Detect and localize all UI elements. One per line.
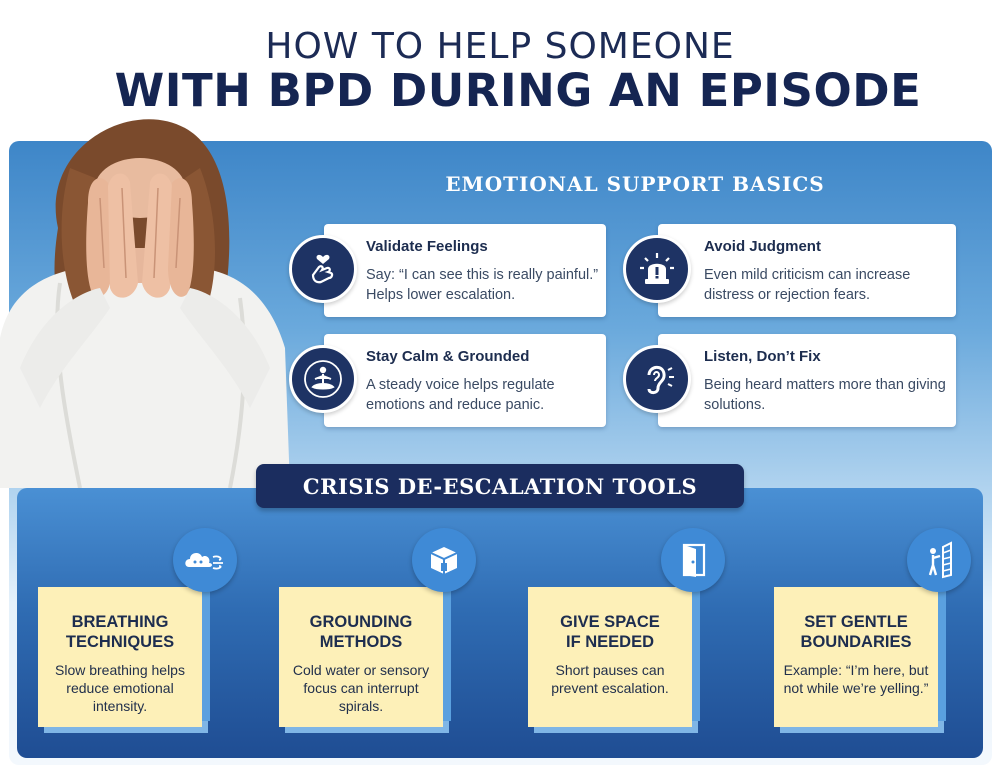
tool-title: GROUNDING METHODS bbox=[279, 612, 443, 652]
tool-body: Short pauses can prevent escalation. bbox=[551, 662, 669, 696]
tool-title-line2: IF NEEDED bbox=[565, 633, 654, 651]
page-title-line1: HOW TO HELP SOMEONE bbox=[265, 26, 735, 67]
tool-body: Slow breathing helps reduce emotional in… bbox=[55, 662, 185, 714]
door-icon bbox=[661, 528, 725, 592]
tool-title-line1: SET GENTLE bbox=[804, 613, 908, 631]
tool-body: Cold water or sensory focus can interrup… bbox=[292, 662, 430, 714]
person-covering-face-illustration bbox=[0, 119, 290, 488]
tool-title: GIVE SPACE IF NEEDED bbox=[528, 612, 692, 652]
tool-side-bar bbox=[202, 587, 210, 721]
boundary-wall-icon bbox=[907, 528, 971, 592]
breath-cloud-icon bbox=[173, 528, 237, 592]
tool-side-bar bbox=[938, 587, 946, 721]
tool-title: BREATHING TECHNIQUES bbox=[38, 612, 202, 652]
card-body: Being heard matters more than giving sol… bbox=[704, 377, 946, 413]
tool-grounding: GROUNDING METHODS Cold water or sensory f… bbox=[279, 587, 443, 727]
meditation-icon bbox=[289, 345, 357, 413]
heart-hand-icon bbox=[289, 235, 357, 303]
page-title-line2: WITH BPD DURING AN EPISODE bbox=[114, 64, 922, 117]
card-stay-calm: Stay Calm & Grounded A steady voice help… bbox=[324, 334, 606, 427]
tool-give-space: GIVE SPACE IF NEEDED Short pauses can pre… bbox=[528, 587, 692, 727]
cube-icon bbox=[412, 528, 476, 592]
tool-title-line2: BOUNDARIES bbox=[800, 633, 912, 651]
card-title: Avoid Judgment bbox=[704, 238, 821, 255]
tool-title-line1: BREATHING bbox=[71, 613, 169, 631]
card-body: A steady voice helps regulate emotions a… bbox=[366, 377, 555, 413]
tool-breathing: BREATHING TECHNIQUES Slow breathing helps… bbox=[38, 587, 202, 727]
emotional-support-heading: EMOTIONAL SUPPORT BASICS bbox=[445, 172, 825, 196]
card-avoid-judgment: Avoid Judgment Even mild criticism can i… bbox=[658, 224, 956, 317]
alarm-icon bbox=[623, 235, 691, 303]
tool-title: SET GENTLE BOUNDARIES bbox=[774, 612, 938, 652]
card-listen-dont-fix: Listen, Don’t Fix Being heard matters mo… bbox=[658, 334, 956, 427]
tool-side-bar bbox=[443, 587, 451, 721]
tool-boundaries: SET GENTLE BOUNDARIES Example: “I’m here,… bbox=[774, 587, 938, 727]
card-title: Stay Calm & Grounded bbox=[366, 348, 530, 365]
card-title: Listen, Don’t Fix bbox=[704, 348, 821, 365]
tool-side-bar bbox=[692, 587, 700, 721]
ear-icon bbox=[623, 345, 691, 413]
card-title: Validate Feelings bbox=[366, 238, 488, 255]
crisis-tools-heading-pill: CRISIS DE-ESCALATION TOOLS bbox=[256, 464, 744, 508]
crisis-tools-heading: CRISIS DE-ESCALATION TOOLS bbox=[302, 473, 698, 499]
tool-title-line1: GROUNDING bbox=[309, 613, 413, 631]
tool-title-line2: METHODS bbox=[319, 633, 403, 651]
tool-body: Example: “I’m here, but not while we’re … bbox=[783, 662, 929, 696]
tool-title-line2: TECHNIQUES bbox=[65, 633, 175, 651]
card-body: Even mild criticism can increase distres… bbox=[704, 267, 911, 303]
tool-title-line1: GIVE SPACE bbox=[560, 613, 660, 631]
card-body: Say: “I can see this is really painful.”… bbox=[366, 267, 599, 303]
card-validate-feelings: Validate Feelings Say: “I can see this i… bbox=[324, 224, 606, 317]
